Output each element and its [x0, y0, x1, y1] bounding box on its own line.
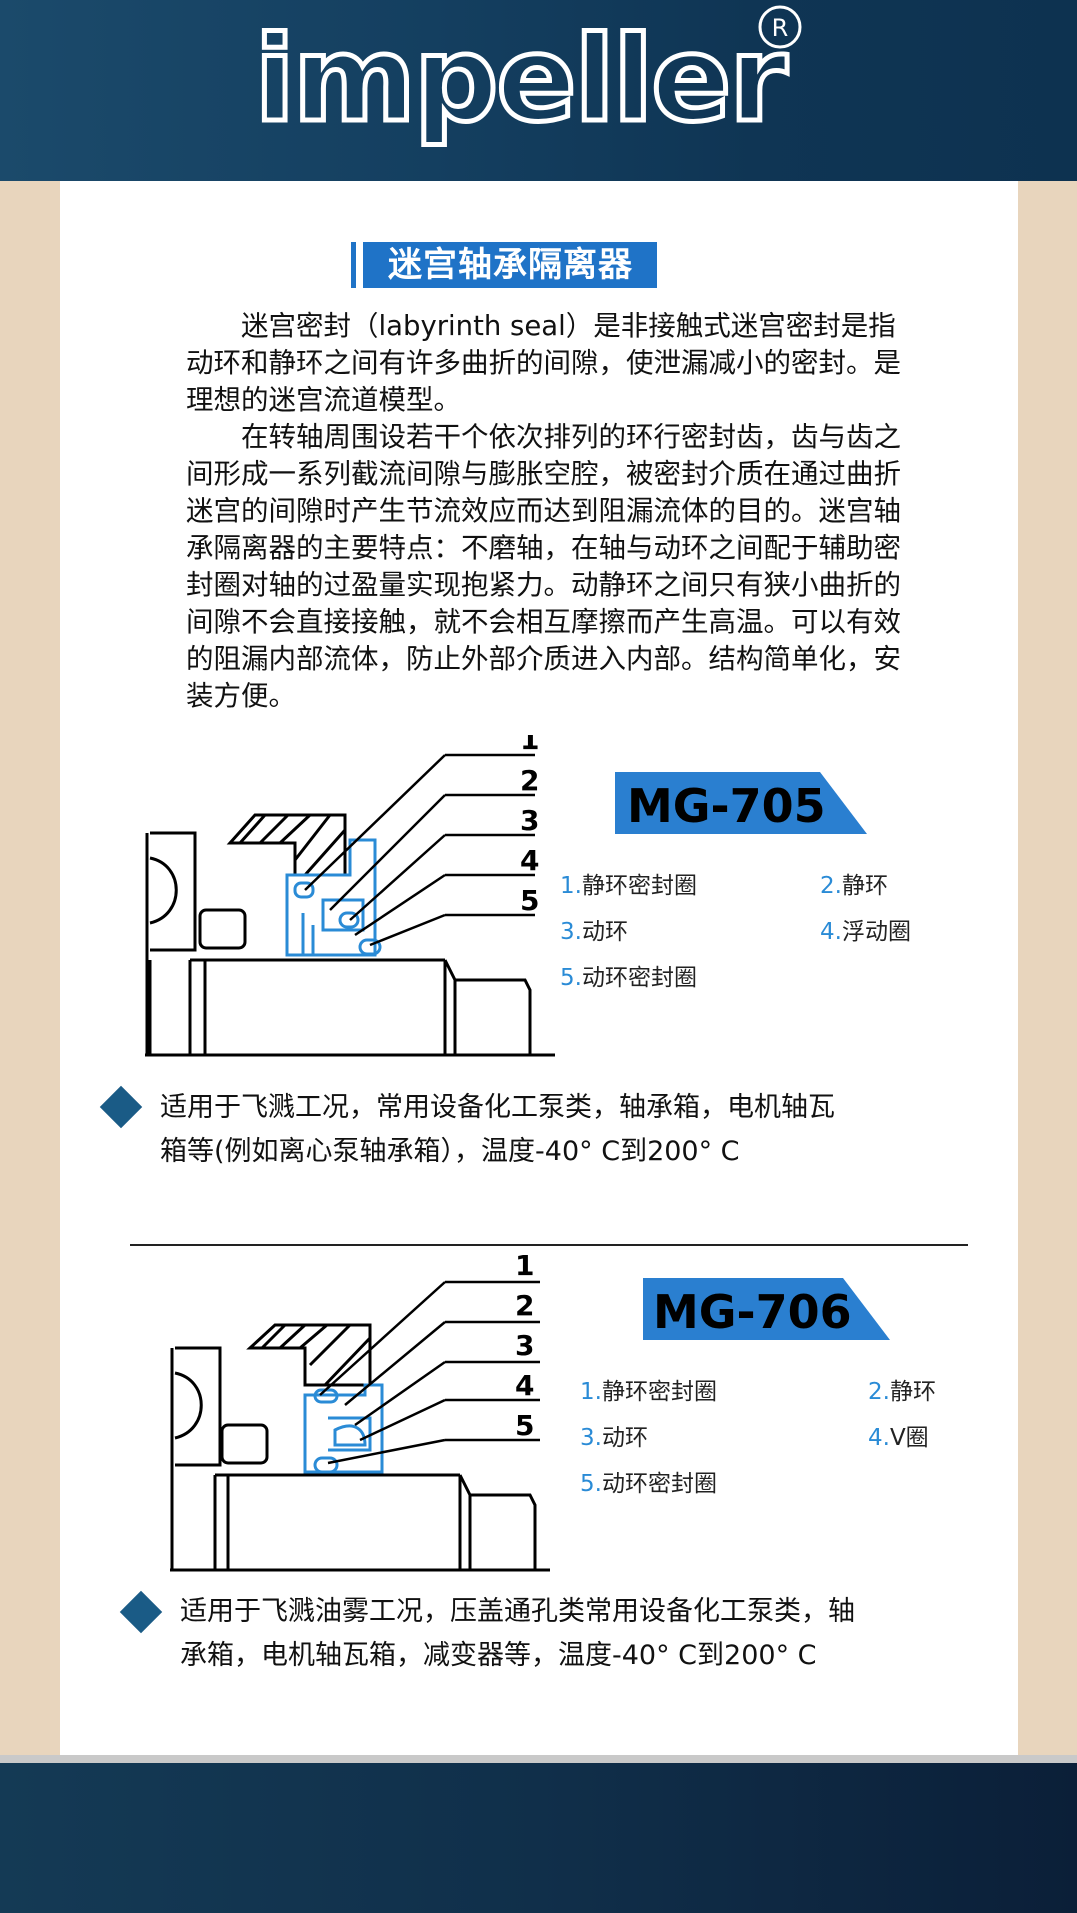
- title-accent-bar: [351, 242, 356, 288]
- registered-mark-icon: [758, 5, 802, 49]
- callout-4: 4: [520, 844, 539, 877]
- callout-4: 4: [515, 1369, 534, 1402]
- callout-2: 2: [520, 764, 539, 797]
- page-title: 迷宫轴承隔离器: [388, 245, 633, 285]
- callout-5: 5: [515, 1409, 534, 1442]
- intro-paragraph-1: 迷宫密封（labyrinth seal）是非接触式迷宫密封是指动环和静环之间有许…: [186, 310, 901, 416]
- section-divider: [130, 1244, 968, 1246]
- mg705-parts-legend: 1.静环密封圈 2.静环 3.动环 4.浮动圈 5.动环密封圈: [560, 873, 911, 991]
- content-panel: [60, 181, 1018, 1755]
- mg706-cross-section-diagram: 1 2 3 4 5: [170, 1250, 550, 1572]
- mg706-parts-legend: 1.静环密封圈 2.静环 3.动环 4.V圈 5.动环密封圈: [580, 1379, 936, 1497]
- logo-text: impeller: [254, 10, 787, 148]
- impeller-logo: impeller R: [252, 5, 802, 151]
- mg706-model-badge: MG-706: [643, 1278, 890, 1340]
- mg705-model-label: MG-705: [627, 779, 826, 833]
- mg705-cross-section-diagram: 1 2 3 4 5: [145, 735, 555, 1057]
- footer-banner: [0, 1763, 1077, 1913]
- callout-3: 3: [520, 804, 539, 837]
- header-banner: impeller R: [0, 0, 1077, 181]
- registered-mark-text: R: [772, 14, 789, 42]
- mg705-model-badge: MG-705: [615, 772, 867, 834]
- callout-5: 5: [520, 884, 539, 917]
- mg706-application-note: 适用于飞溅油雾工况，压盖通孔类常用设备化工泵类，轴 承箱，电机轴瓦箱，减变器等，…: [180, 1596, 855, 1671]
- callout-3: 3: [515, 1329, 534, 1362]
- callout-1: 1: [520, 735, 539, 756]
- intro-paragraph-2: 在转轴周围设若干个依次排列的环行密封齿，齿与齿之间形成一系列截流间隙与膨胀空腔，…: [186, 421, 901, 712]
- mg706-model-label: MG-706: [653, 1285, 852, 1339]
- callout-1: 1: [515, 1250, 534, 1282]
- intro-text: 迷宫密封（labyrinth seal）是非接触式迷宫密封是指动环和静环之间有许…: [186, 308, 921, 715]
- title-banner: [357, 242, 657, 288]
- footer-separator: [0, 1755, 1077, 1763]
- mg705-application-note: 适用于飞溅工况，常用设备化工泵类，轴承箱，电机轴瓦 箱等(例如离心泵轴承箱），温…: [160, 1092, 835, 1167]
- title-accent-gap: [357, 242, 363, 288]
- callout-2: 2: [515, 1289, 534, 1322]
